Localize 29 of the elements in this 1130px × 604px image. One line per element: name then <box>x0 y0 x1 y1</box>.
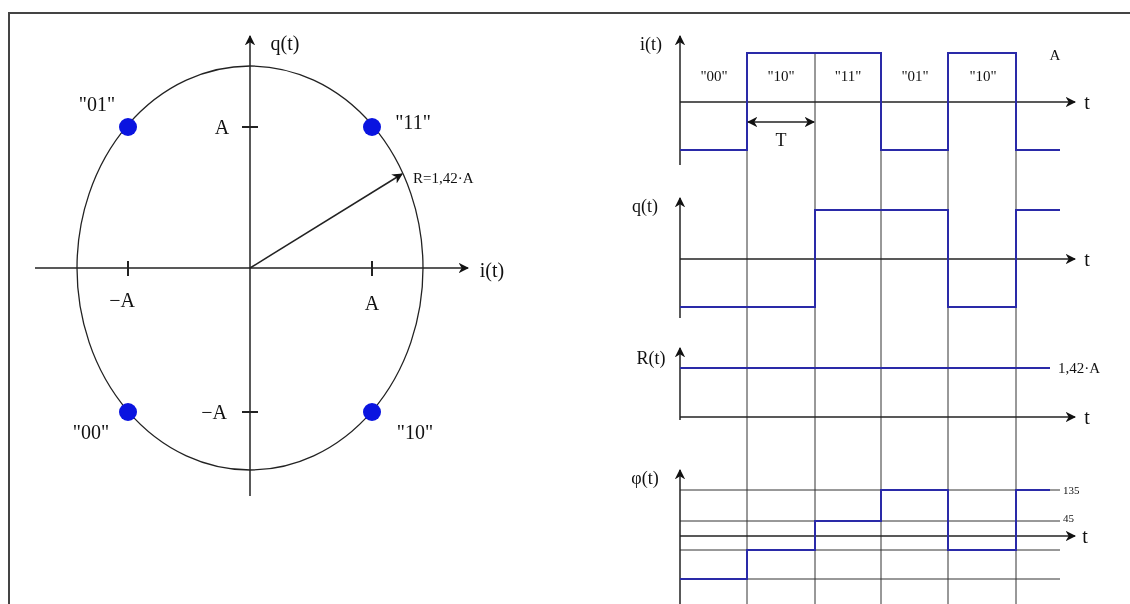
point-label: "00" <box>72 422 110 442</box>
axis-label: q(t) <box>632 197 658 215</box>
axis-label: t <box>1084 407 1090 427</box>
symbol-label: "00" <box>700 68 728 84</box>
axis-label: t <box>1082 526 1088 546</box>
axis-label: i(t) <box>640 35 662 53</box>
axis-label: i(t) <box>479 260 505 280</box>
amplitude-label: A <box>1049 47 1061 63</box>
period-label: T <box>775 131 787 149</box>
axis-label: t <box>1084 92 1090 112</box>
level-label: 1,42·A <box>1058 360 1101 376</box>
symbol-label: "01" <box>901 68 929 84</box>
symbol-label: "10" <box>969 68 997 84</box>
axis-label: q(t) <box>270 33 300 53</box>
point-label: "01" <box>78 94 116 114</box>
tick-label: A <box>214 117 230 137</box>
point-label: "10" <box>396 422 434 442</box>
tick-label: A <box>364 293 380 313</box>
symbol-label: "11" <box>834 68 862 84</box>
axis-label: R(t) <box>636 349 666 367</box>
level-label: 135 <box>1063 484 1080 496</box>
tick-label: −A <box>109 290 135 310</box>
tick-label: −A <box>201 402 227 422</box>
axis-label: φ(t) <box>631 469 659 487</box>
axis-label: t <box>1084 249 1090 269</box>
radius-label: R=1,42·A <box>413 170 474 186</box>
point-label: "11" <box>395 112 431 132</box>
symbol-label: "10" <box>767 68 795 84</box>
level-label: 45 <box>1063 512 1074 524</box>
